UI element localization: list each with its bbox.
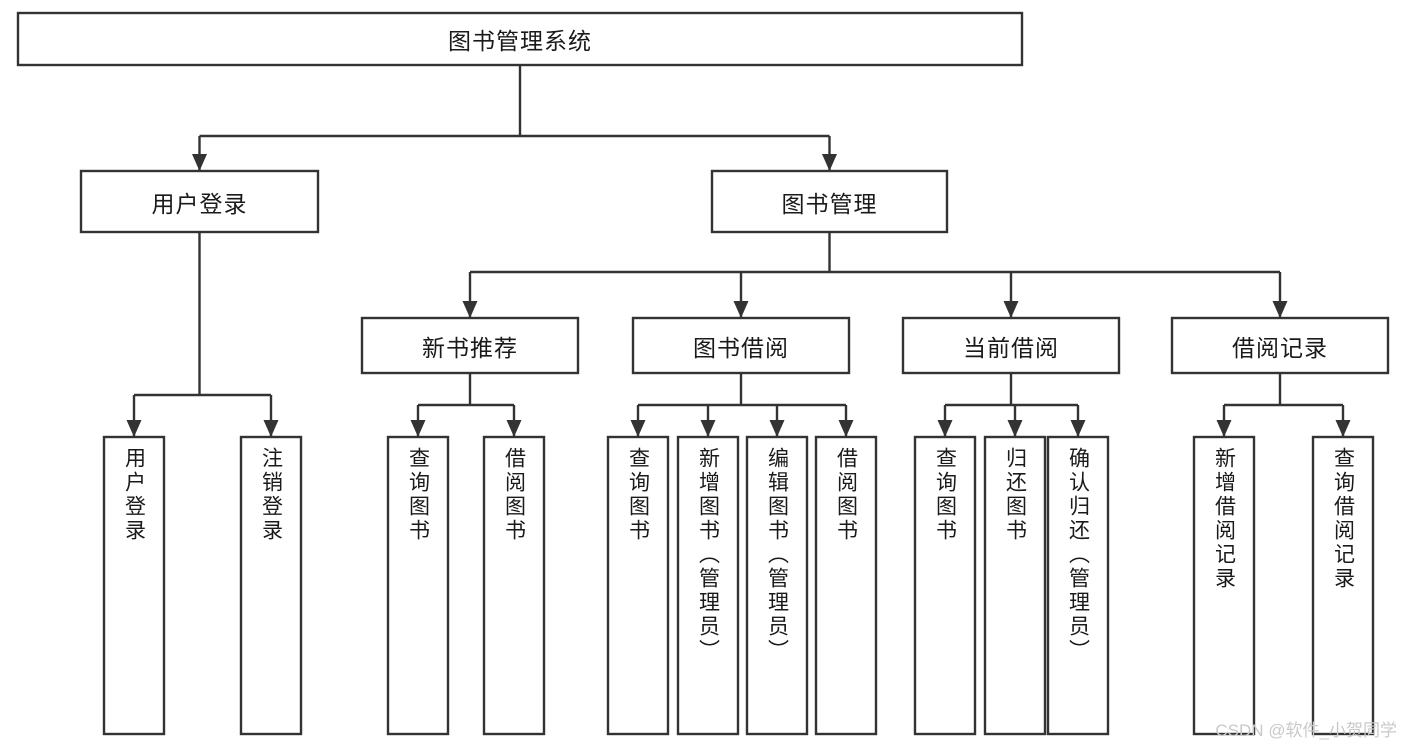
node-box-leaf-query-record[interactable] — [1311, 435, 1375, 736]
node-box-user-login[interactable] — [79, 169, 320, 234]
arrow-head-icon — [462, 301, 478, 318]
node-box-leaf-add-record[interactable] — [1192, 435, 1256, 736]
arrow-head-icon — [1003, 301, 1019, 318]
arrow-head-icon — [937, 420, 953, 437]
node-box-leaf-query-book-1[interactable] — [386, 435, 450, 736]
node-box-leaf-confirm-return[interactable] — [1046, 435, 1110, 736]
arrow-head-icon — [1335, 420, 1351, 437]
arrow-head-icon — [1070, 420, 1086, 437]
arrow-head-icon — [769, 420, 785, 437]
edges-layer — [126, 65, 1351, 437]
arrow-head-icon — [263, 420, 279, 437]
arrow-head-icon — [733, 301, 749, 318]
arrow-head-icon — [822, 154, 837, 171]
arrow-head-icon — [630, 420, 646, 437]
arrow-head-icon — [1007, 420, 1023, 437]
node-box-leaf-query-book-2[interactable] — [606, 435, 670, 736]
node-box-root[interactable] — [16, 11, 1024, 67]
node-box-book-management[interactable] — [710, 169, 949, 234]
node-box-leaf-logout[interactable] — [239, 435, 303, 736]
node-box-borrow-records[interactable] — [1170, 316, 1390, 375]
arrow-head-icon — [506, 420, 522, 437]
arrow-head-icon — [1272, 301, 1288, 318]
node-box-book-borrow[interactable] — [631, 316, 851, 375]
csdn-watermark: CSDN @软件_小贺同学 — [1215, 721, 1397, 740]
arrow-head-icon — [700, 420, 716, 437]
arrow-head-icon — [410, 420, 426, 437]
node-box-leaf-borrow-book-2[interactable] — [814, 435, 878, 736]
arrow-head-icon — [192, 154, 207, 171]
arrow-head-icon — [1216, 420, 1232, 437]
node-box-leaf-return-book[interactable] — [983, 435, 1047, 736]
node-box-leaf-query-book-3[interactable] — [913, 435, 977, 736]
nodes-layer — [16, 11, 1390, 736]
node-box-leaf-add-book[interactable] — [676, 435, 740, 736]
node-box-leaf-edit-book[interactable] — [745, 435, 809, 736]
arrow-head-icon — [838, 420, 854, 437]
arrow-head-icon — [126, 420, 142, 437]
node-box-current-borrow[interactable] — [901, 316, 1121, 375]
node-box-new-book-recommend[interactable] — [360, 316, 580, 375]
node-box-leaf-borrow-book-1[interactable] — [482, 435, 546, 736]
node-box-leaf-user-login[interactable] — [102, 435, 166, 736]
